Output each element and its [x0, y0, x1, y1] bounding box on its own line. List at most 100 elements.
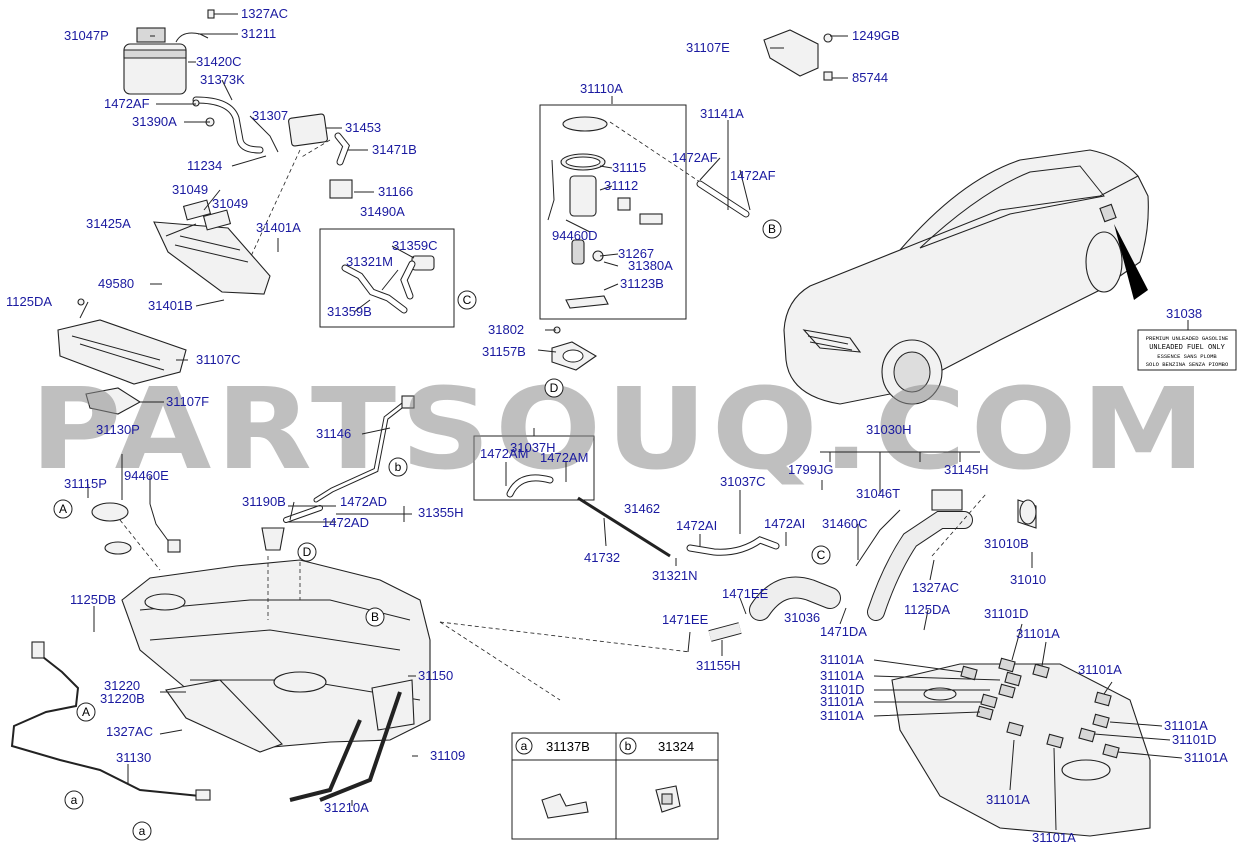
label-1472AI-a: 1472AI	[676, 518, 717, 533]
label-31107C: 31107C	[196, 352, 241, 367]
label-1327AC-l: 1327AC	[106, 724, 153, 739]
label-31049-b: 31049	[212, 196, 248, 211]
clip-table: a 31137B b 31324	[511, 732, 719, 840]
ref-markers: B C D b A D B A a a C	[53, 219, 831, 841]
label-31471B: 31471B	[372, 142, 417, 157]
fuel-pump-module	[539, 104, 701, 320]
fuel-label-line2: UNLEADED FUEL ONLY	[1149, 344, 1225, 352]
label-31453: 31453	[345, 120, 381, 135]
label-31220: 31220	[104, 678, 140, 693]
label-1125DB: 1125DB	[70, 592, 116, 607]
label-31150: 31150	[418, 668, 453, 683]
label-1472AF-m1: 1472AF	[672, 150, 718, 165]
watermark-text: PARTSOUQ.COM	[30, 365, 1210, 495]
table-key-a: a	[521, 739, 528, 753]
label-31267: 31267	[618, 246, 654, 261]
ref-a-left	[53, 499, 73, 519]
label-31390A: 31390A	[132, 114, 177, 129]
label-41732: 41732	[584, 550, 620, 565]
label-1125DA: 1125DA	[6, 294, 52, 309]
label-31107F: 31107F	[166, 394, 209, 409]
svg-text:b: b	[395, 460, 402, 474]
tank-pads-view	[891, 657, 1151, 837]
label-31049-a: 31049	[172, 182, 208, 197]
label-31355H: 31355H	[418, 505, 464, 520]
label-31123B: 31123B	[620, 276, 664, 291]
label-31141A: 31141A	[700, 106, 744, 121]
vent-filter	[288, 113, 328, 147]
label-94460E: 94460E	[124, 468, 169, 483]
label-31107E: 31107E	[686, 40, 730, 55]
label-31010: 31010	[1010, 572, 1046, 587]
table-part-a: 31137B	[546, 739, 590, 754]
ref-b-tank	[365, 607, 385, 627]
fuel-label-line1: PREMIUM UNLEADED GASOLINE	[1146, 335, 1229, 342]
svg-text:B: B	[371, 610, 379, 624]
label-31380A: 31380A	[628, 258, 673, 273]
link-line	[439, 621, 691, 653]
label-31420C: 31420C	[196, 54, 242, 69]
label-1799JG: 1799JG	[788, 462, 834, 477]
label-31359B: 31359B	[327, 304, 372, 319]
label-1249GB: 1249GB	[852, 28, 900, 43]
label-31211: 31211	[241, 26, 276, 41]
canister-pad	[136, 27, 166, 43]
valve-31166	[329, 179, 353, 199]
label-1471EE-a: 1471EE	[722, 586, 769, 601]
label-31425A: 31425A	[86, 216, 131, 231]
label-1471EE-b: 1471EE	[662, 612, 709, 627]
label-31101A-9: 31101A	[986, 792, 1030, 807]
svg-text:B: B	[768, 222, 776, 236]
label-31307: 31307	[252, 108, 288, 123]
hose-kit-31490A	[319, 228, 455, 328]
label-1472AM-b: 1472AM	[540, 450, 588, 465]
label-31115: 31115	[612, 160, 646, 175]
fuel-tank-31150	[119, 519, 431, 802]
part-labels: 31047P 1327AC 31211 31420C 31373K 1472AF…	[6, 6, 1228, 845]
label-31210A: 31210A	[324, 800, 369, 815]
ref-c-right	[811, 545, 831, 565]
label-1327AC-r: 1327AC	[912, 580, 959, 595]
label-31030H: 31030H	[866, 422, 912, 437]
ref-b-small	[388, 457, 408, 477]
tank-cover-plates	[57, 298, 187, 415]
label-31046T: 31046T	[856, 486, 900, 501]
svg-text:C: C	[817, 548, 826, 562]
label-31101A-6: 31101A	[820, 708, 864, 723]
label-31460C: 31460C	[822, 516, 868, 531]
label-1472AD-b: 1472AD	[322, 515, 369, 530]
label-31101A-7: 31101A	[1164, 718, 1208, 733]
line-31462	[577, 496, 780, 558]
label-31373K: 31373K	[200, 72, 245, 87]
ref-c-top	[457, 290, 477, 310]
label-31490A: 31490A	[360, 204, 405, 219]
svg-text:D: D	[550, 381, 559, 395]
label-1472AF: 1472AF	[104, 96, 150, 111]
label-31401A: 31401A	[256, 220, 301, 235]
leader-lines	[79, 13, 1189, 831]
ref-a-small-1	[64, 790, 84, 810]
hose-31141A	[696, 180, 750, 218]
svg-text:A: A	[59, 502, 67, 516]
label-31101A-8: 31101A	[1184, 750, 1228, 765]
fuel-label-31038: PREMIUM UNLEADED GASOLINE UNLEADED FUEL …	[1137, 329, 1237, 371]
label-31110A: 31110A	[580, 81, 623, 96]
label-31101D-2: 31101D	[820, 682, 865, 697]
label-31101D-1: 31101D	[984, 606, 1029, 621]
table-key-b: b	[625, 739, 632, 753]
label-31112: 31112	[604, 178, 638, 193]
label-11234: 11234	[187, 158, 222, 173]
label-1472AI-b: 1472AI	[764, 516, 805, 531]
label-1327AC: 1327AC	[241, 6, 288, 21]
label-31146: 31146	[316, 426, 351, 441]
fuel-label-line4: SOLO BENZINA SENZA PIOMBO	[1146, 361, 1229, 368]
label-31802: 31802	[488, 322, 524, 337]
label-31101A-10: 31101A	[1032, 830, 1076, 845]
label-31145H: 31145H	[944, 462, 989, 477]
label-31101D-3: 31101D	[1172, 732, 1217, 747]
label-31321N: 31321N	[652, 568, 698, 583]
filler-hose-31036	[708, 576, 841, 642]
gasket-31157B	[551, 326, 598, 371]
filler-neck-assembly	[855, 489, 1037, 621]
label-31115P: 31115P	[64, 476, 107, 491]
